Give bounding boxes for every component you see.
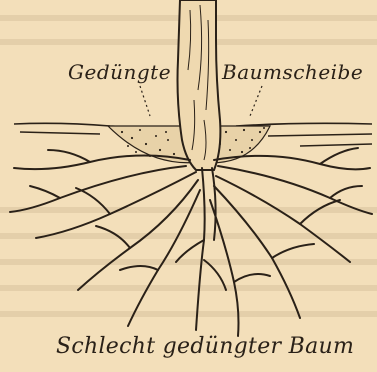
label-fertilized: Gedüngte — [68, 60, 171, 84]
root-system — [10, 148, 372, 336]
caption: Schlecht gedüngter Baum — [56, 334, 354, 359]
label-tree-disc: Baumscheibe — [222, 60, 363, 84]
